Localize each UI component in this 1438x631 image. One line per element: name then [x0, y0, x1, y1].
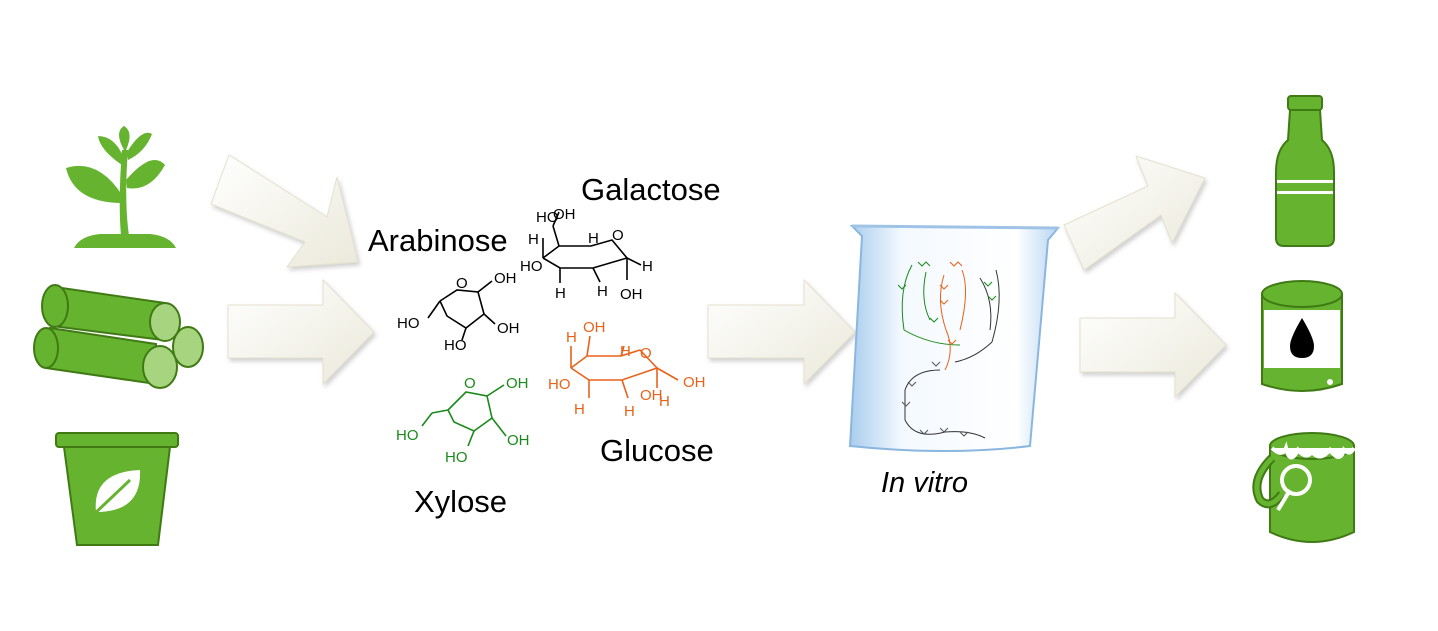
glucose-label: Glucose [600, 433, 714, 468]
pathway-diagram [897, 261, 1000, 439]
atom-label: OH [640, 387, 663, 404]
atom-label: H [555, 285, 566, 302]
atom-label: O [640, 345, 652, 362]
atom-label: H [624, 403, 635, 420]
atom-label: HO [396, 427, 419, 444]
atom-label: H [642, 258, 653, 275]
flow-arrow [707, 278, 856, 386]
atom-label: H [659, 393, 670, 410]
beaker-icon [848, 224, 1061, 452]
atom-label: H [528, 231, 539, 248]
atom-label: OH [553, 206, 576, 223]
logs-icon [33, 284, 204, 389]
xylose-structure: O OH OH HO HO [396, 375, 530, 466]
oil-barrel-icon [1261, 280, 1343, 392]
in-vitro-label: In vitro [881, 467, 969, 499]
atom-label: HO [444, 337, 467, 354]
bottle-icon [1275, 95, 1335, 247]
glucose-structure: H OH H O HO OH H OH H H [548, 319, 706, 420]
sprout-icon [66, 126, 176, 248]
atom-label: OH [507, 432, 530, 449]
atom-label: OH [494, 270, 517, 287]
atom-label: O [612, 227, 624, 244]
atom-label: H [574, 401, 585, 418]
atom-label: O [456, 275, 468, 292]
atom-label: H [588, 230, 599, 247]
xylose-label: Xylose [414, 484, 508, 519]
atom-label: H [566, 329, 577, 346]
atom-label: HO [536, 209, 559, 226]
flow-arrow [227, 278, 375, 386]
galactose-label: Galactose [581, 172, 721, 207]
atom-label: OH [620, 286, 643, 303]
atom-label: HO [548, 376, 571, 393]
atom-label: OH [683, 374, 706, 391]
compost-bin-icon [55, 432, 179, 546]
arabinose-label: Arabinose [368, 223, 508, 258]
atom-label: OH [506, 375, 529, 392]
atom-label: HO [397, 315, 420, 332]
flow-arrow [1079, 291, 1227, 399]
atom-label: O [464, 375, 476, 392]
atom-label: H [597, 283, 608, 300]
atom-label: HO [520, 258, 543, 275]
paint-bucket-icon [1252, 432, 1356, 543]
atom-label: OH [583, 319, 606, 336]
atom-label: HO [445, 449, 468, 466]
arabinose-structure: O OH OH HO HO [397, 270, 520, 354]
atom-label: H [620, 343, 631, 360]
galactose-structure: HO OH H H O HO H H H OH [520, 206, 653, 303]
atom-label: OH [497, 320, 520, 337]
flow-arrow [1063, 155, 1206, 271]
flow-arrow [210, 154, 359, 268]
